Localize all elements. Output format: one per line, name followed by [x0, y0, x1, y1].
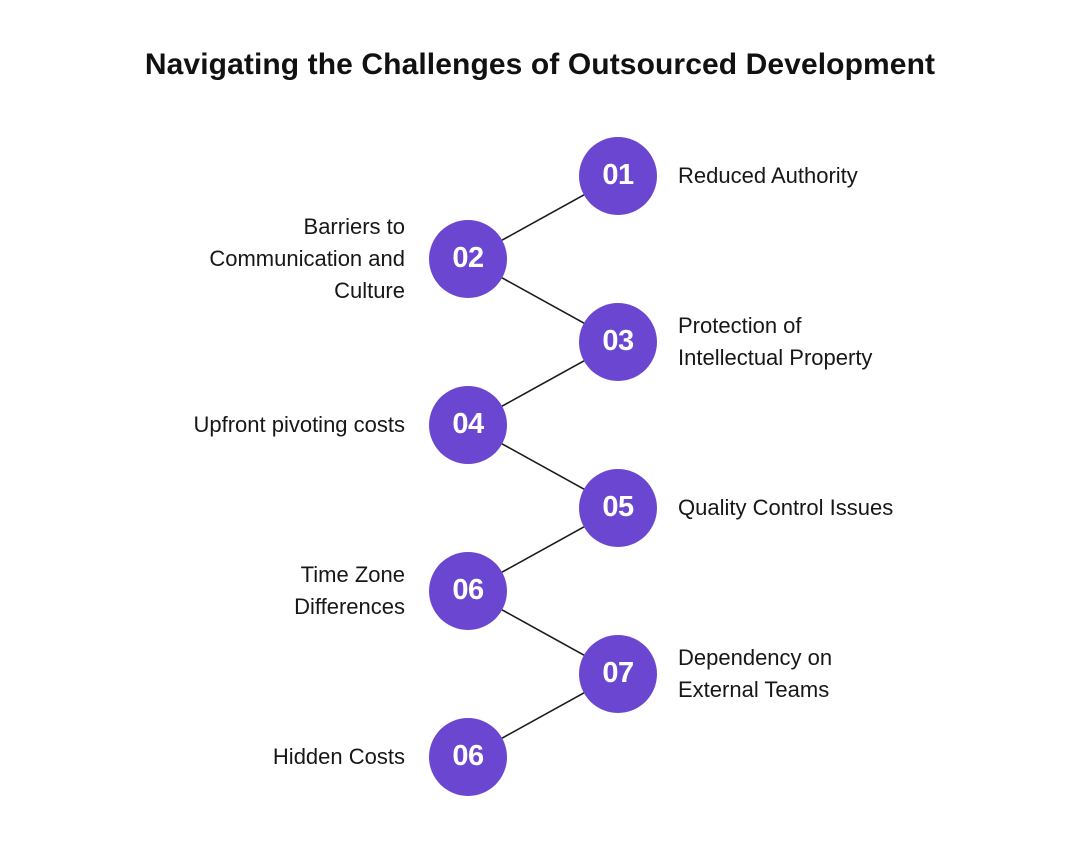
node-circle-2[interactable]: 02	[429, 220, 507, 298]
node-number: 06	[452, 573, 484, 606]
node-circle-4[interactable]: 04	[429, 386, 507, 464]
node-circle-6[interactable]: 06	[429, 552, 507, 630]
node-circle-7[interactable]: 07	[579, 635, 657, 713]
node-label-5: Quality Control Issues	[678, 495, 894, 520]
node-number: 06	[452, 739, 484, 772]
node-number: 03	[602, 324, 634, 357]
node-label-2: Barriers to Communication and Culture	[209, 214, 405, 303]
node-number: 05	[602, 490, 634, 523]
node-label-4: Upfront pivoting costs	[193, 412, 405, 437]
node-circle-3[interactable]: 03	[579, 303, 657, 381]
connector-line	[500, 276, 586, 325]
node-circle-8[interactable]: 06	[429, 718, 507, 796]
node-label-3: Protection of Intellectual Property	[678, 313, 873, 370]
node-circle-5[interactable]: 05	[579, 469, 657, 547]
node-label-7: Dependency on External Teams	[678, 645, 833, 702]
node-number: 01	[602, 158, 634, 191]
node-number: 07	[602, 656, 634, 689]
connector-line	[500, 691, 586, 740]
connector-line	[500, 525, 586, 574]
node-label-6: Time Zone Differences	[294, 562, 405, 619]
node-number: 02	[452, 241, 484, 274]
node-number: 04	[452, 407, 484, 440]
connector-line	[500, 193, 586, 242]
node-label-8: Hidden Costs	[272, 744, 405, 769]
connector-line	[500, 359, 586, 408]
node-circle-1[interactable]: 01	[579, 137, 657, 215]
page-title: Navigating the Challenges of Outsourced …	[144, 48, 936, 81]
connector-line	[500, 442, 586, 491]
node-label-1: Reduced Authority	[678, 163, 858, 188]
connector-line	[500, 608, 586, 657]
